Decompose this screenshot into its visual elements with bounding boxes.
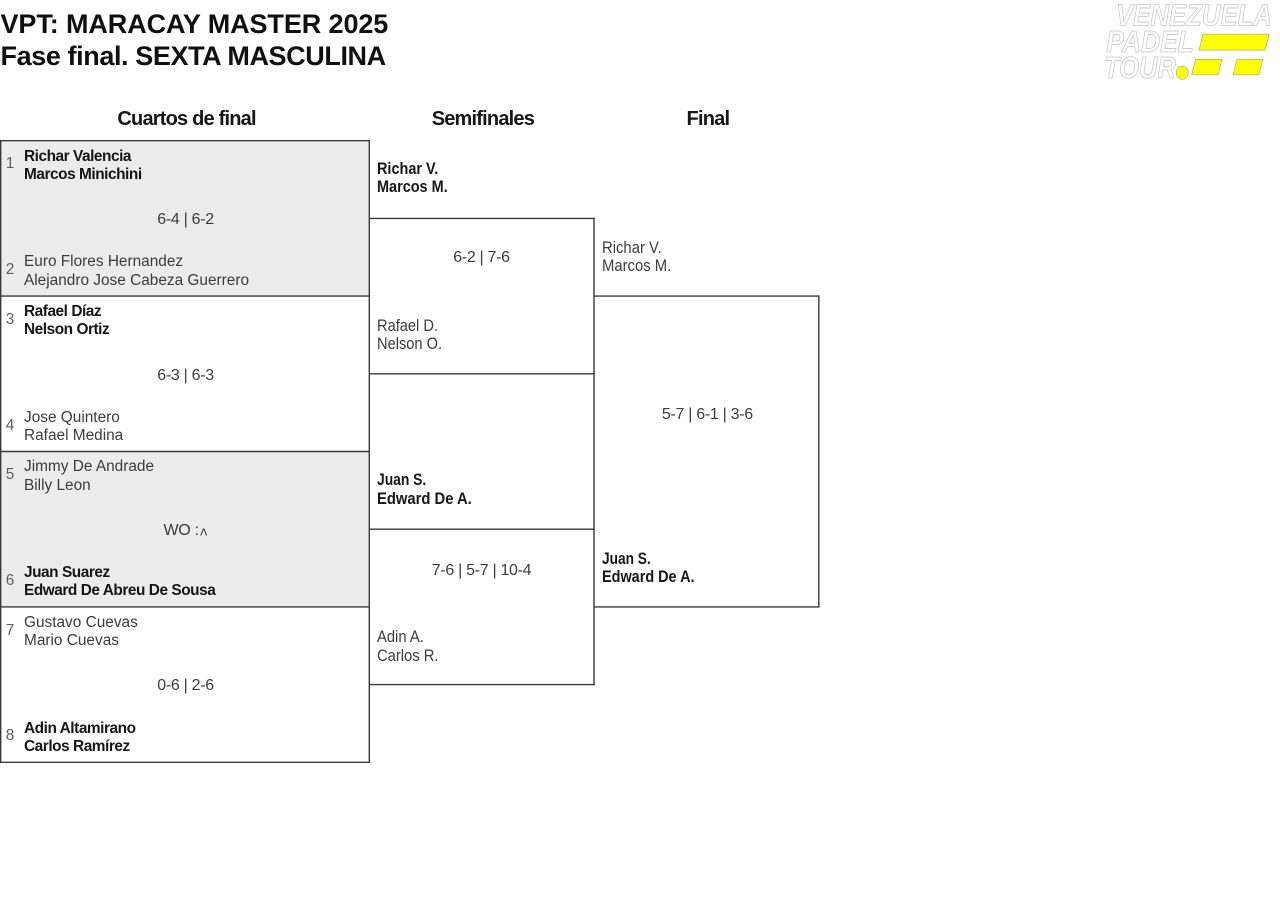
svg-text:VENEZUELA: VENEZUELA [1116, 0, 1272, 33]
svg-text:PADEL: PADEL [1106, 24, 1194, 59]
svg-text:TOUR: TOUR [1104, 50, 1177, 85]
